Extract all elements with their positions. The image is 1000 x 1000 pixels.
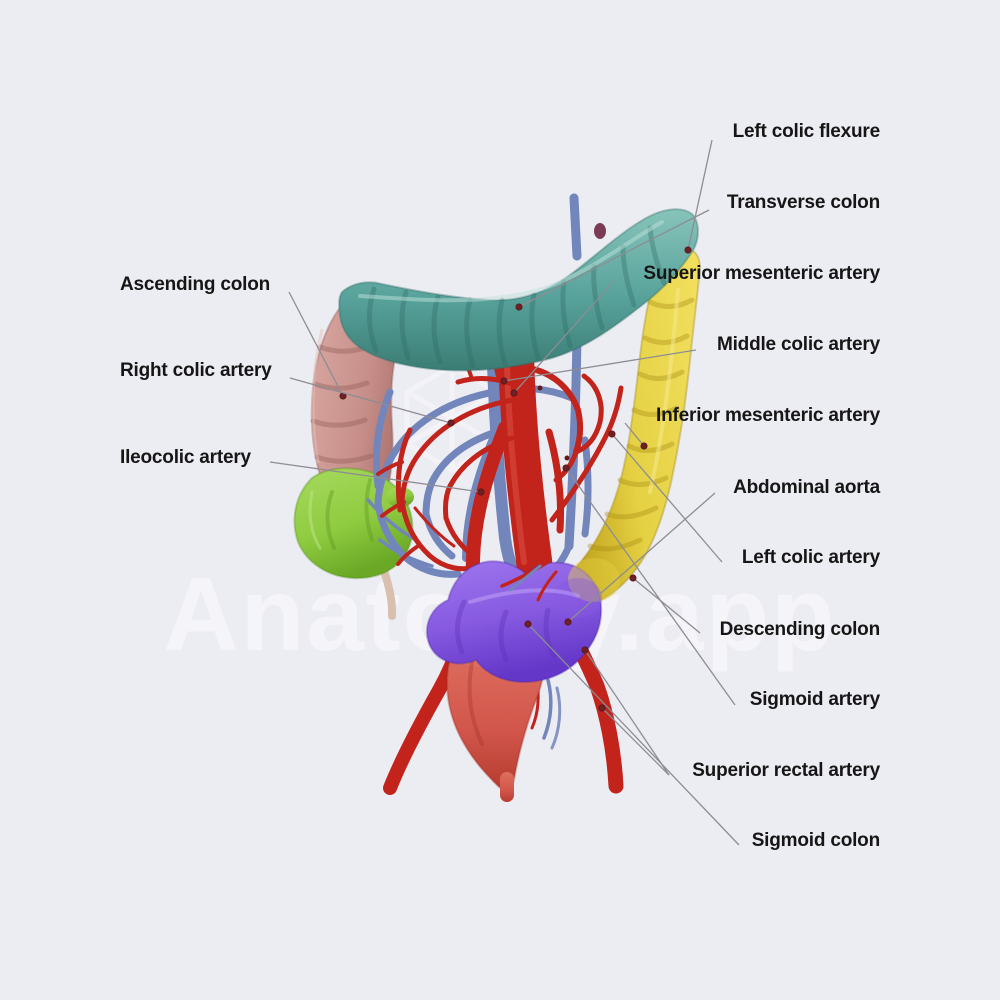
leader-line-descending-colon	[632, 577, 701, 634]
leader-line-superior-rectal-artery	[584, 649, 670, 776]
middle-colic-artery	[455, 376, 520, 389]
leader-dot-sigmoid-colon	[524, 620, 532, 628]
leader-dot-ileocolic-artery	[477, 488, 485, 496]
right-colic-artery	[399, 397, 515, 503]
leader-dot-sigmoid-artery	[562, 464, 570, 472]
descending-colon	[548, 246, 702, 608]
sigmoid-colon-haustra	[455, 599, 557, 663]
leader-line-left-colic-artery	[611, 433, 723, 563]
leader-line-middle-colic-artery	[503, 349, 697, 382]
leader-line-superior-rectal-artery	[601, 707, 670, 776]
leader-dot-superior-rectal-artery	[598, 704, 606, 712]
leader-dot-descending-colon	[629, 574, 637, 582]
leader-dot-inferior-mesenteric-artery	[640, 442, 648, 450]
transverse-colon	[338, 208, 699, 372]
leader-line-right-colic-artery	[289, 377, 452, 424]
leader-line-abdominal-aorta	[567, 492, 716, 623]
sigmoid-colon	[425, 558, 620, 684]
transverse-colon-haustra	[366, 225, 667, 369]
left-colic-artery	[549, 385, 624, 523]
descending-colon-haustra	[587, 297, 695, 552]
leader-line-superior-mesenteric-artery	[513, 280, 615, 394]
leader-line-sigmoid-colon	[527, 623, 740, 846]
leader-line-transverse-colon	[518, 209, 710, 308]
leader-dot-superior-rectal-artery	[581, 646, 589, 654]
leader-dot-right-colic-artery	[447, 419, 455, 427]
leader-line-sigmoid-artery	[565, 467, 736, 706]
leader-dot-left-colic-artery	[608, 430, 616, 438]
sigmoid-arteries	[500, 560, 558, 602]
leader-line-ascending-colon	[288, 291, 344, 397]
leader-line-ileocolic-artery	[269, 461, 482, 493]
leader-dot-abdominal-aorta	[564, 618, 572, 626]
arteries	[376, 336, 624, 795]
inferior-mesenteric-vein-upper	[569, 193, 606, 261]
leader-dot-transverse-colon	[515, 303, 523, 311]
cecum-haustra	[325, 478, 374, 550]
leader-line-left-colic-flexure	[687, 139, 713, 251]
leader-dot-superior-mesenteric-artery	[510, 389, 518, 397]
leader-dot-middle-colic-artery	[500, 377, 508, 385]
leader-line-inferior-mesenteric-artery	[624, 422, 645, 447]
inferior-mesenteric-vein	[564, 331, 582, 551]
leader-dot-left-colic-flexure	[684, 246, 692, 254]
